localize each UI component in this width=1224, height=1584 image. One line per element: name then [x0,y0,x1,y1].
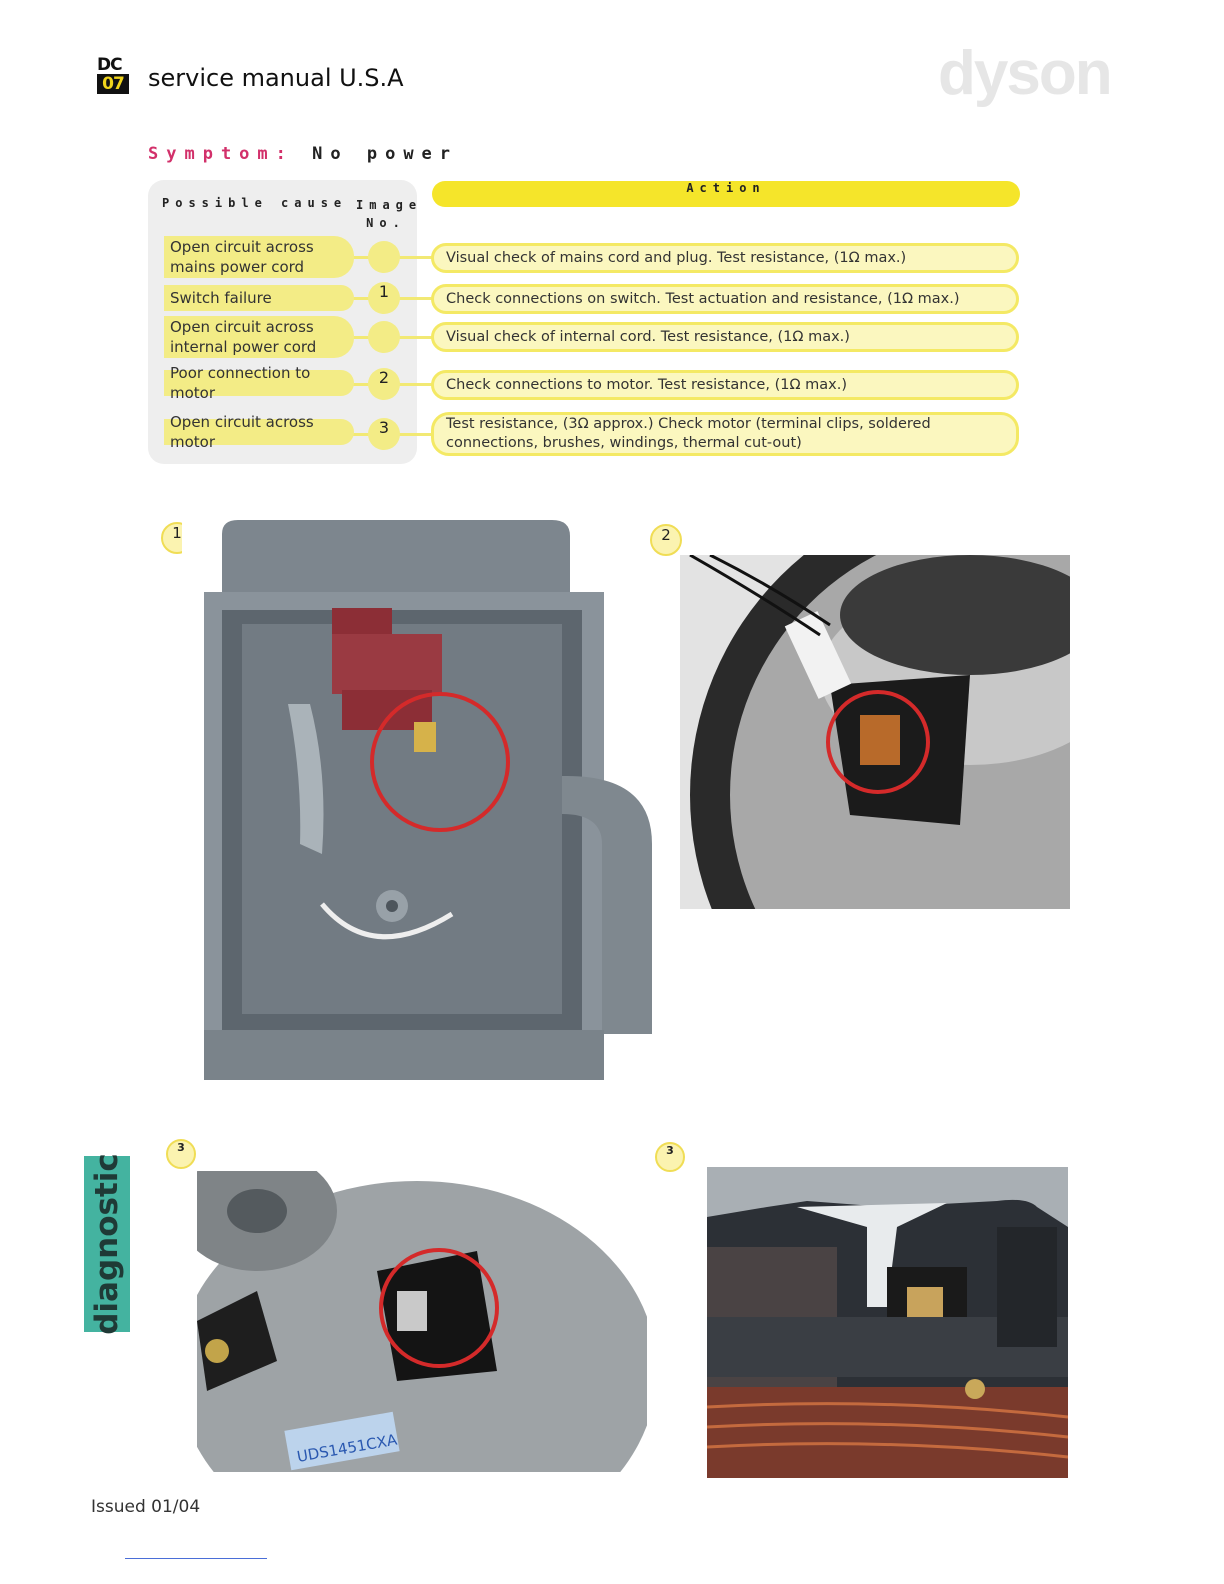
action-cell: Check connections to motor. Test resista… [431,370,1019,400]
photo-badge: 3 [166,1139,196,1169]
footer-rule [125,1558,267,1559]
column-header-image: Image No. [356,198,423,230]
model-logo-top: DC [97,56,129,74]
image-number: 3 [368,418,400,450]
image-number [368,241,400,273]
brand-logo: dyson [938,39,1113,108]
symptom-heading: Symptom: No power [148,144,458,164]
cause-cell: Switch failure [164,285,354,311]
section-tab-diagnostic: diagnostic [84,1153,130,1335]
action-cell: Visual check of mains cord and plug. Tes… [431,243,1019,273]
column-header-action: Action [432,181,1020,207]
cause-cell: Open circuit across motor [164,413,354,451]
image-number: 1 [368,282,400,314]
cause-cell: Poor connection to motor [164,364,354,402]
cause-cell: Open circuit across mains power cord [164,236,354,278]
symptom-value: No power [312,144,459,164]
switch-photo [182,514,658,1080]
manual-title: service manual U.S.A [148,64,404,92]
motor-connection-photo [680,555,1070,909]
cause-cell: Open circuit across internal power cord [164,316,354,358]
model-logo: DC 07 [97,56,129,96]
motor-brushes-photo [707,1167,1068,1478]
section-tab-label: diagnostic [89,1153,125,1335]
issued-date: Issued 01/04 [91,1497,201,1517]
image-number [368,321,400,353]
action-cell: Visual check of internal cord. Test resi… [431,322,1019,352]
column-header-cause: Possible cause [162,196,348,210]
action-cell: Check connections on switch. Test actuat… [431,284,1019,314]
motor-terminal-photo: UDS1451CXA [197,1171,647,1472]
symptom-label: Symptom: [148,144,294,164]
photo-badge: 3 [655,1142,685,1172]
action-cell: Test resistance, (3Ω approx.) Check moto… [431,412,1019,456]
photo-badge: 2 [650,524,682,556]
model-logo-bottom: 07 [97,74,129,94]
image-number: 2 [368,368,400,400]
photo-badge: 1 [161,522,193,554]
